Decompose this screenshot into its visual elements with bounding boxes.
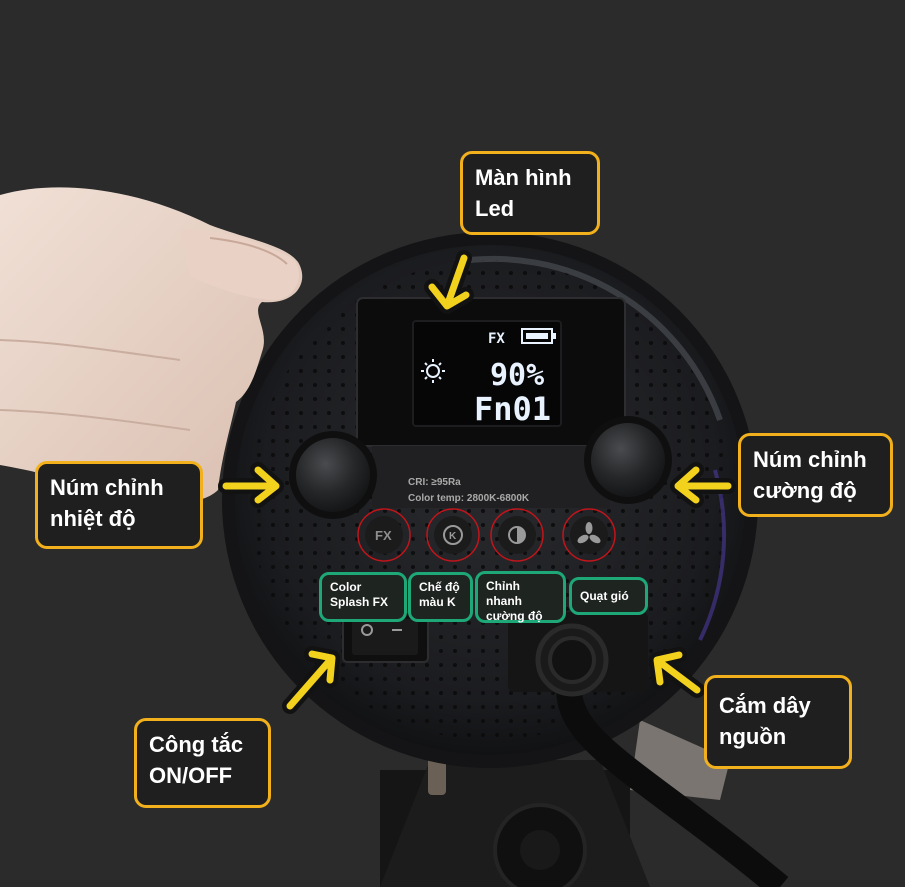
label-k-mode-line1: Chế độ (419, 580, 460, 594)
fan-icon (577, 522, 601, 544)
callout-led-screen-line1: Màn hình (475, 165, 572, 190)
power-switch[interactable] (342, 611, 429, 663)
label-fx-line1: Color (330, 580, 362, 594)
fx-button[interactable]: FX (357, 508, 411, 562)
callout-power-cable-line2: nguồn (719, 724, 787, 749)
label-fan-line1: Quạt gió (580, 589, 629, 603)
callout-led-screen-line2: Led (475, 196, 515, 221)
light-stand (380, 720, 730, 887)
label-quick-intensity-button: Chỉnh nhanh cường độ (475, 571, 566, 623)
callout-intensity-knob: Núm chỉnh cường độ (738, 433, 893, 517)
led-display: FX 90% Fn01 (412, 320, 562, 428)
arrow-led-screen (424, 250, 474, 314)
callout-power-switch: Công tắc ON/OFF (134, 718, 271, 808)
label-k-mode-button: Chế độ màu K (408, 572, 473, 622)
k-mode-button[interactable]: K (426, 508, 480, 562)
brightness-icon (421, 359, 445, 383)
display-brightness: 90% (490, 358, 544, 393)
label-fx-line2: Splash FX (330, 595, 389, 609)
fx-button-label: FX (375, 528, 392, 543)
battery-icon (521, 328, 556, 344)
display-mode: FX (488, 331, 505, 347)
cri-spec: CRI: ≥95Ra (408, 477, 461, 488)
hand (0, 187, 303, 503)
fan-button[interactable] (562, 508, 616, 562)
label-fan-button: Quạt gió (569, 577, 648, 615)
callout-temp-knob-line1: Núm chỉnh (50, 475, 164, 500)
label-fx-button: Color Splash FX (319, 572, 407, 622)
label-k-mode-line2: màu K (419, 595, 456, 609)
callout-power-switch-line1: Công tắc (149, 732, 244, 757)
arrow-temp-knob (218, 462, 284, 508)
temperature-knob[interactable] (289, 431, 377, 519)
arrow-power-switch (282, 646, 340, 714)
callout-intensity-knob-line1: Núm chỉnh (753, 447, 867, 472)
intensity-knob[interactable] (584, 416, 672, 504)
callout-temp-knob-line2: nhiệt độ (50, 506, 136, 531)
color-temp-spec: Color temp: 2800K-6800K (408, 493, 530, 504)
callout-temp-knob: Núm chỉnh nhiệt độ (35, 461, 203, 549)
label-quick-intensity-line2: cường độ (486, 609, 543, 623)
callout-power-cable-line1: Cắm dây (719, 693, 811, 718)
callout-power-switch-line2: ON/OFF (149, 763, 233, 788)
callout-led-screen: Màn hình Led (460, 151, 600, 235)
display-effect-code: Fn01 (474, 390, 551, 428)
power-cable (508, 612, 789, 887)
callout-power-cable: Cắm dây nguồn (704, 675, 852, 769)
arrow-intensity-knob (670, 462, 736, 508)
label-quick-intensity-line1: Chỉnh nhanh (486, 579, 522, 608)
k-button-label: K (449, 531, 457, 542)
quick-intensity-button[interactable] (490, 508, 544, 562)
arrow-power-cable (649, 647, 705, 698)
callout-intensity-knob-line2: cường độ (753, 478, 857, 503)
